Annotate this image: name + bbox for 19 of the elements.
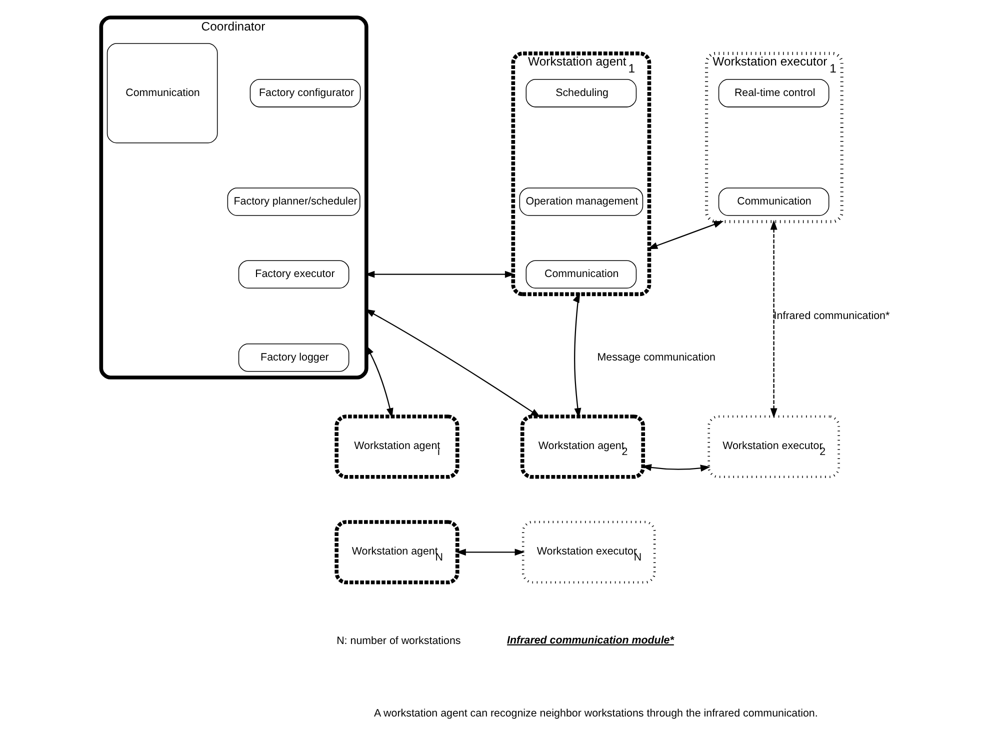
label: Message communication — [596, 351, 715, 364]
node-box: Factory executor — [238, 260, 349, 288]
arrow — [365, 344, 393, 418]
edge-label: Infrared communication* — [773, 310, 890, 322]
node-box: Communication — [718, 188, 829, 216]
label: N: number of workstations — [336, 635, 460, 648]
node-box: Communication — [525, 260, 636, 288]
arrow — [455, 548, 524, 556]
label: Infrared communication module* — [506, 634, 674, 646]
node-box: Real-time control — [718, 79, 829, 108]
node-box: Factory logger — [238, 344, 349, 372]
node-box: Factory configurator — [249, 79, 360, 108]
arrow — [770, 220, 777, 418]
node-box: Scheduling — [525, 79, 636, 108]
node-box: Communication — [106, 43, 218, 144]
node-box: Factory planner/scheduler — [226, 188, 360, 216]
label: A workstation agent can recognize neighbor workstations through the infrared communication. — [374, 708, 818, 720]
node-box: Operation management — [518, 188, 643, 216]
arrow — [647, 221, 724, 250]
